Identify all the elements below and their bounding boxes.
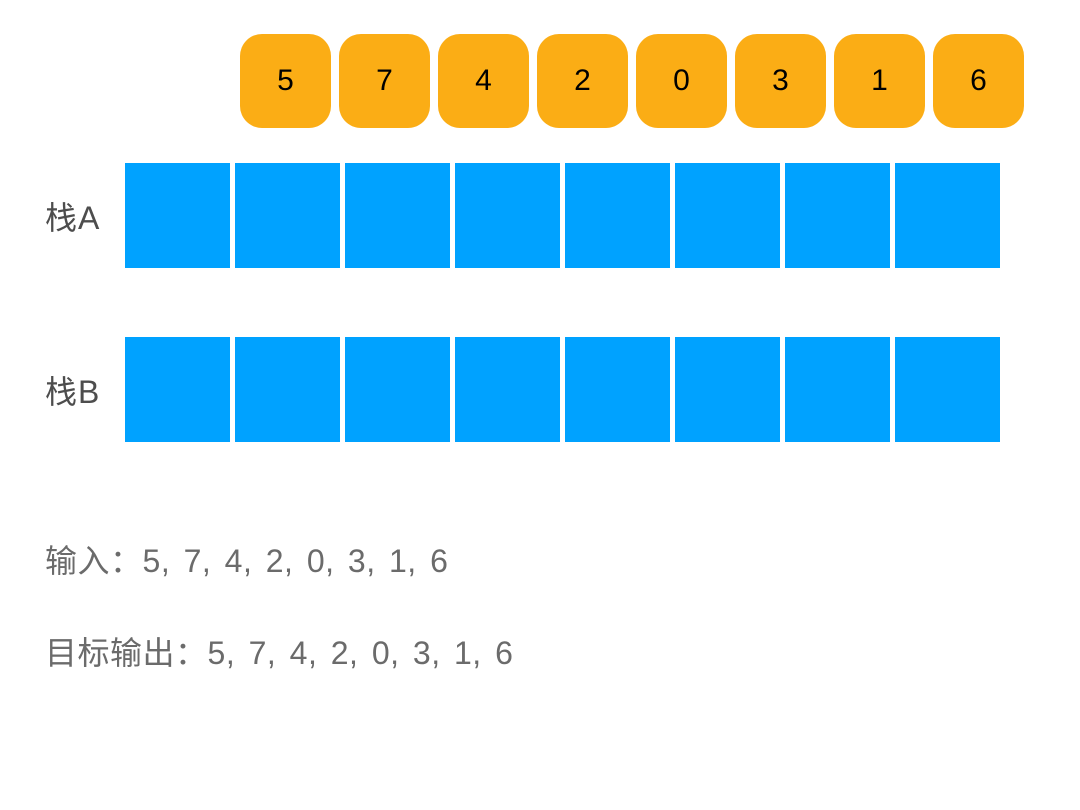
stack-a-slot[interactable] bbox=[785, 163, 890, 268]
stack-a-slot[interactable] bbox=[235, 163, 340, 268]
stack-b-slot[interactable] bbox=[675, 337, 780, 442]
stack-b-slot[interactable] bbox=[895, 337, 1000, 442]
stack-b-slot[interactable] bbox=[785, 337, 890, 442]
stack-b-row: 栈B bbox=[45, 337, 1000, 442]
stack-b-slot[interactable] bbox=[345, 337, 450, 442]
stack-b-slot[interactable] bbox=[235, 337, 340, 442]
queue-tile[interactable]: 1 bbox=[834, 34, 925, 128]
queue-tile[interactable]: 7 bbox=[339, 34, 430, 128]
input-line: 输入：5, 7, 4, 2, 0, 3, 1, 6 bbox=[45, 536, 448, 582]
queue-tile[interactable]: 3 bbox=[735, 34, 826, 128]
target-output-line: 目标输出：5, 7, 4, 2, 0, 3, 1, 6 bbox=[45, 628, 513, 674]
stack-a-slot[interactable] bbox=[565, 163, 670, 268]
stack-b-slot[interactable] bbox=[565, 337, 670, 442]
stack-b-slot[interactable] bbox=[125, 337, 230, 442]
stack-b-slot[interactable] bbox=[455, 337, 560, 442]
input-label: 输入： bbox=[45, 543, 143, 579]
input-values: 5, 7, 4, 2, 0, 3, 1, 6 bbox=[142, 543, 449, 579]
stack-a-row: 栈A bbox=[45, 163, 1000, 268]
stack-a-slot[interactable] bbox=[345, 163, 450, 268]
target-output-values: 5, 7, 4, 2, 0, 3, 1, 6 bbox=[207, 635, 514, 671]
stack-a-slot[interactable] bbox=[675, 163, 780, 268]
queue-tile[interactable]: 4 bbox=[438, 34, 529, 128]
stack-a-slots bbox=[125, 163, 1000, 268]
stack-a-slot[interactable] bbox=[125, 163, 230, 268]
queue-tile[interactable]: 2 bbox=[537, 34, 628, 128]
stack-a-slot[interactable] bbox=[895, 163, 1000, 268]
stack-b-label: 栈B bbox=[45, 373, 101, 410]
stack-b-slots bbox=[125, 337, 1000, 442]
stack-a-label: 栈A bbox=[45, 199, 101, 236]
stack-a-slot[interactable] bbox=[455, 163, 560, 268]
queue-tile[interactable]: 5 bbox=[240, 34, 331, 128]
target-output-label: 目标输出： bbox=[45, 635, 208, 671]
queue-tile[interactable]: 6 bbox=[933, 34, 1024, 128]
queue-tile[interactable]: 0 bbox=[636, 34, 727, 128]
